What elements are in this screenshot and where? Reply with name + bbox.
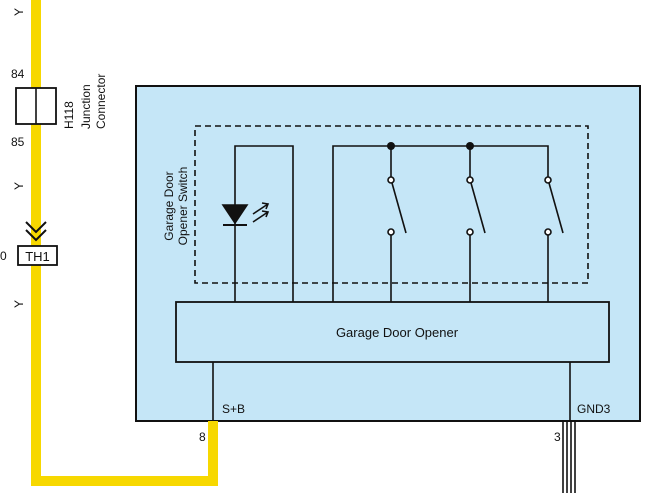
connector-chevron-icon xyxy=(25,221,47,242)
switch-dashed-boundary xyxy=(194,125,589,284)
bus-junction-dot xyxy=(387,142,395,150)
bus-junction-dot xyxy=(466,142,474,150)
junction-connector xyxy=(15,87,57,125)
switch-bank xyxy=(332,145,564,302)
junction-id: H118 xyxy=(62,101,76,129)
connector-pin: 0 xyxy=(0,249,7,263)
led-indicator xyxy=(221,145,294,302)
junction-pin-top: 84 xyxy=(11,67,25,81)
wire-color-label: Y xyxy=(12,182,26,190)
switch-label-line2: Opener Switch xyxy=(176,167,190,246)
wire-color-label: Y xyxy=(12,300,26,308)
module-enclosure xyxy=(135,85,641,422)
opener-label: Garage Door Opener xyxy=(336,325,459,340)
switch-label-line1: Garage Door xyxy=(162,171,176,240)
connector-id: TH1 xyxy=(25,249,50,264)
junction-name-line1: Junction xyxy=(79,84,93,129)
terminal-power-number: 8 xyxy=(199,430,206,444)
pin-power-label: S+B xyxy=(222,402,245,416)
pin-ground-label: GND3 xyxy=(577,402,611,416)
opener-block xyxy=(175,301,610,363)
wire-color-label: Y xyxy=(12,8,26,16)
junction-name-line2: Connector xyxy=(94,74,108,129)
junction-pin-bottom: 85 xyxy=(11,135,25,149)
ground-wire-bundle xyxy=(562,421,576,493)
terminal-ground-number: 3 xyxy=(554,430,561,444)
connector-box xyxy=(17,245,58,266)
